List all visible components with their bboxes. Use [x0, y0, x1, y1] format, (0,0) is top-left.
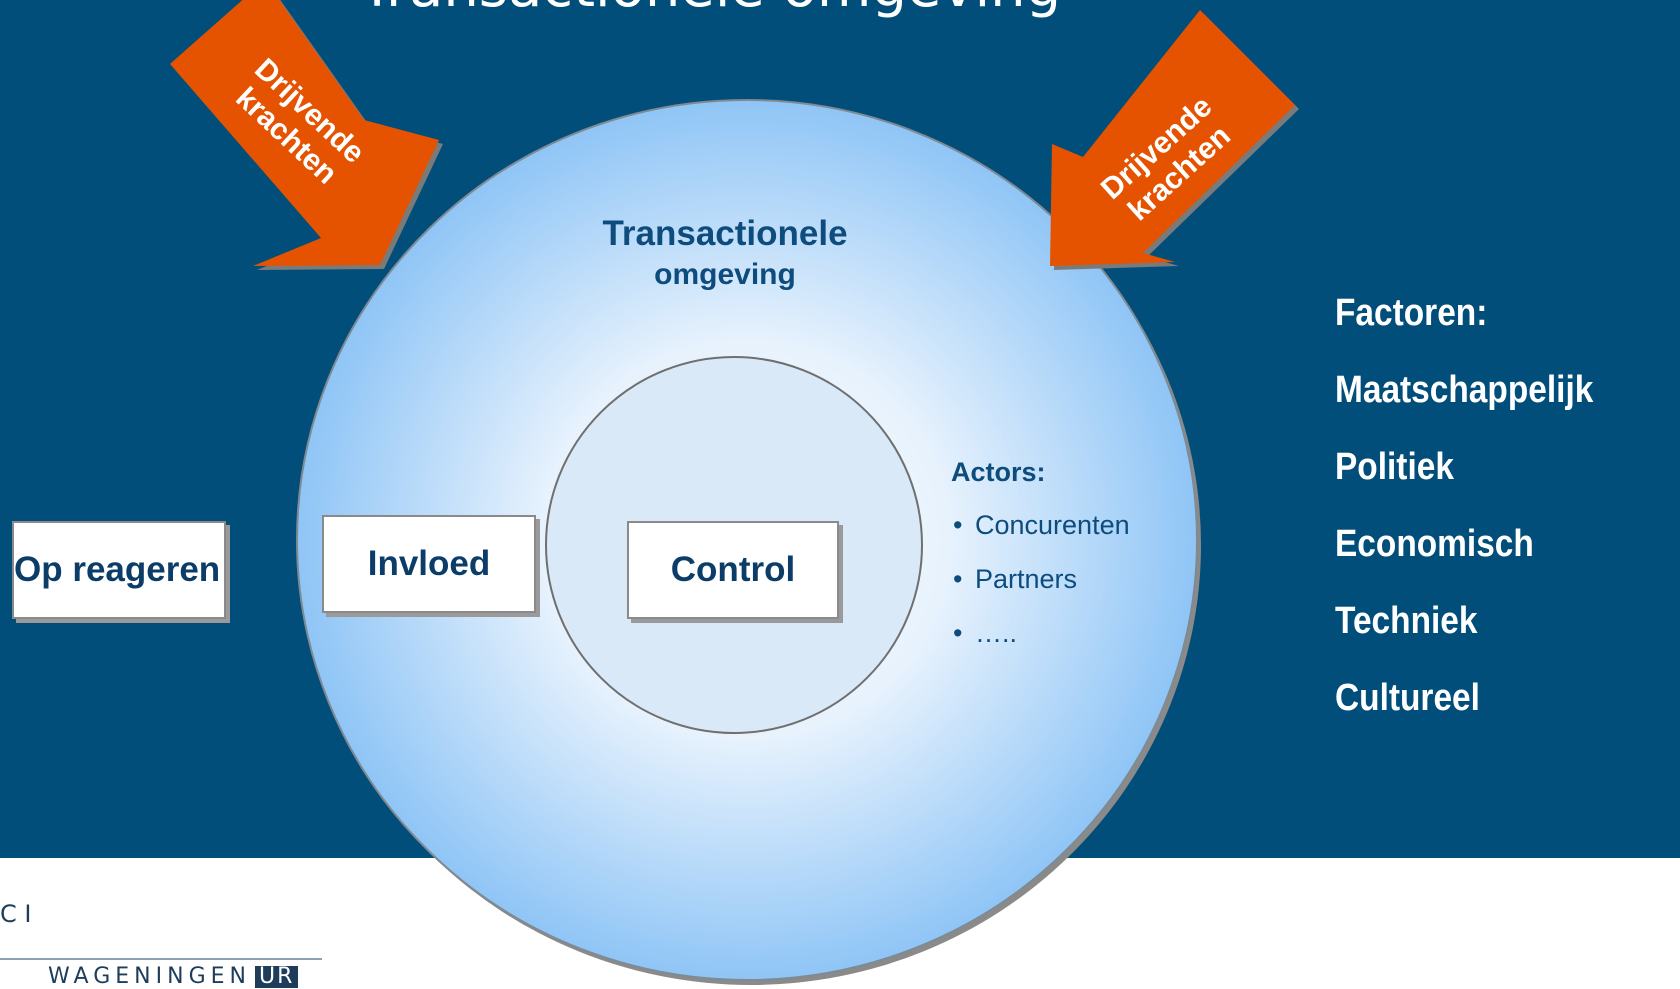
factor-item: Economisch — [1335, 523, 1534, 565]
control-label: Control — [670, 550, 796, 589]
actor-item: •Partners — [953, 564, 1078, 594]
control-box: Control — [627, 521, 839, 619]
logo-top-text: C I — [0, 900, 32, 928]
factor-item: Cultureel — [1335, 677, 1480, 719]
factors-title: Factoren: — [1335, 292, 1488, 334]
factors-list: Factoren: Maatschappelijk Politiek Econo… — [1335, 290, 1629, 752]
invloed-box: Invloed — [322, 515, 536, 613]
right-driving-forces-arrow — [1050, 10, 1299, 270]
invloed-label: Invloed — [367, 544, 491, 583]
factor-item: Politiek — [1335, 446, 1454, 488]
op-reageren-label: Op reageren — [14, 550, 221, 589]
left-driving-forces-arrow — [170, 0, 443, 270]
logo-ur-badge: UR — [254, 966, 299, 988]
actor-item: •….. — [953, 618, 1018, 648]
slide-title: Transactionele omgeving — [360, 0, 1160, 18]
factor-item: Maatschappelijk — [1335, 369, 1594, 411]
actor-item: •Concurenten — [953, 510, 1130, 540]
factor-item: Techniek — [1335, 600, 1478, 642]
actors-title: Actors: — [951, 457, 1046, 487]
outer-circle-sublabel: omgeving — [654, 258, 796, 291]
op-reageren-box: Op reageren — [12, 521, 226, 619]
outer-circle-label: Transactionele — [602, 214, 848, 253]
logo-divider — [0, 958, 322, 960]
logo-name: WAGENINGEN — [48, 964, 251, 989]
